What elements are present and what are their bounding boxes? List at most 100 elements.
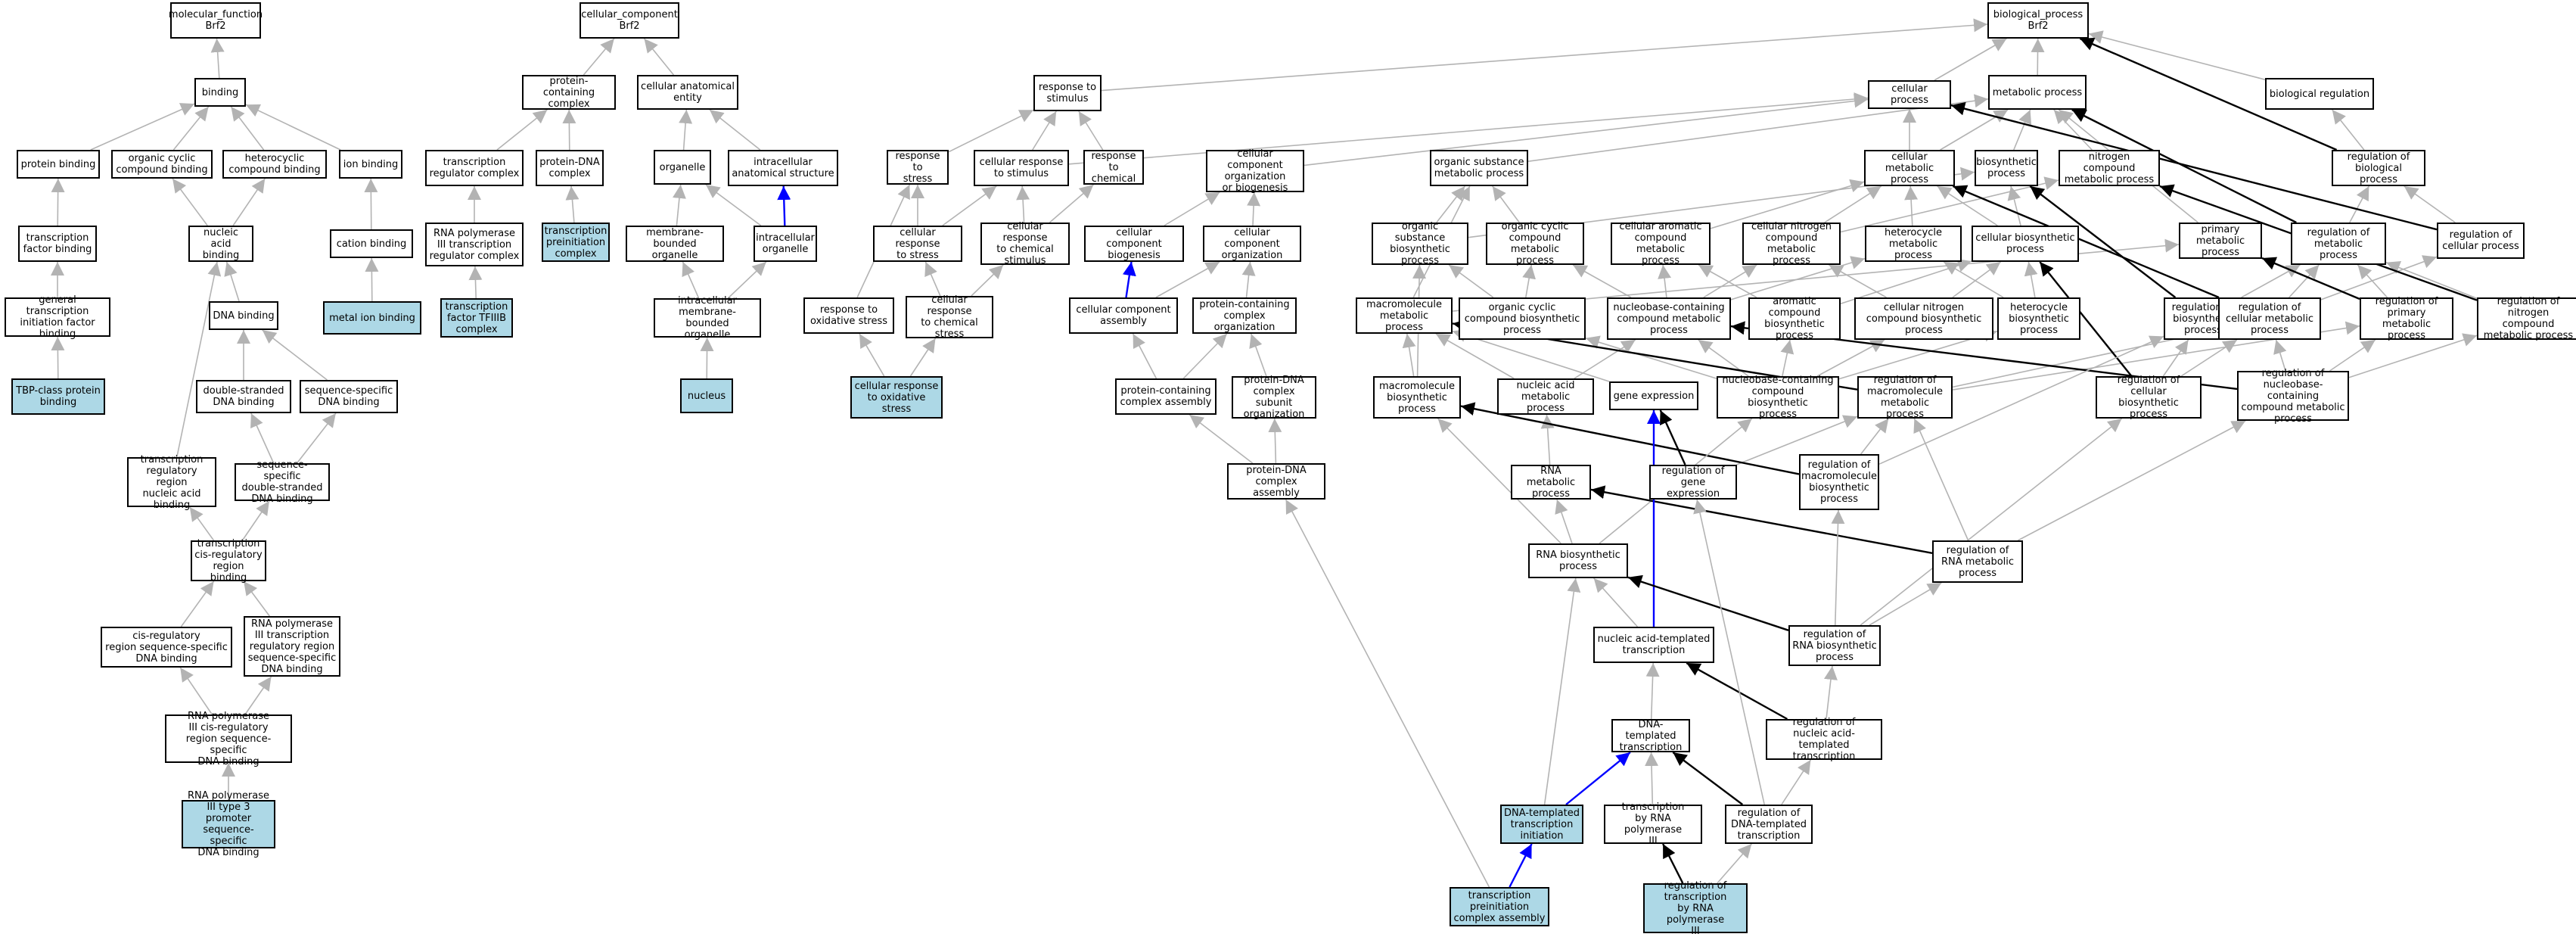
go-term-node-na-templated-transcription[interactable]: nucleic acid-templated transcription [1593, 627, 1714, 663]
go-term-node-cellular-biosynthetic-process[interactable]: cellular biosynthetic process [1972, 226, 2079, 262]
go-term-node-organic-substance-mp[interactable]: organic substance metabolic process [1430, 150, 1528, 186]
go-term-node-tf-binding[interactable]: transcription factor binding [18, 226, 97, 262]
go-term-node-cellular-response-to-stimulus[interactable]: cellular response to stimulus [974, 150, 1069, 186]
go-term-node-rnap3-t3-binding[interactable]: RNA polymerase III type 3 promoter seque… [182, 790, 275, 858]
go-term-node-cellular-nitrogen-mp[interactable]: cellular nitrogen compound metabolic pro… [1742, 221, 1841, 266]
go-term-node-membrane-bounded-organelle[interactable]: membrane-bounded organelle [626, 226, 724, 262]
go-term-node-biological-regulation[interactable]: biological regulation [2265, 78, 2374, 110]
go-term-node-protein-binding[interactable]: protein binding [17, 150, 100, 179]
go-term-node-response-to-oxidative-stress[interactable]: response to oxidative stress [803, 297, 894, 334]
go-term-node-cc-organization[interactable]: cellular component organization [1203, 226, 1301, 262]
go-term-node-metabolic-process[interactable]: metabolic process [1988, 75, 2087, 110]
go-term-node-reg-cellular-process[interactable]: regulation of cellular process [2437, 223, 2525, 259]
go-term-node-protein-containing-complex[interactable]: protein-containing complex [522, 75, 616, 110]
go-term-node-nucleic-acid-mp[interactable]: nucleic acid metabolic process [1497, 378, 1594, 415]
go-term-node-tpic-assembly[interactable]: transcription preinitiation complex asse… [1450, 887, 1549, 926]
go-term-node-tr-by-rnap3[interactable]: transcription by RNA polymerase III [1604, 802, 1702, 847]
go-term-node-cellular-response-to-chemical-stress[interactable]: cellular response to chemical stress [906, 294, 993, 340]
go-term-node-reg-na-templated-transcription[interactable]: regulation of nucleic acid-templated tra… [1766, 717, 1882, 762]
go-term-node-heterocyclic-binding[interactable]: heterocyclic compound binding [222, 150, 327, 179]
go-term-node-nucleobase-bp[interactable]: nucleobase-containing compound biosynthe… [1717, 375, 1839, 420]
go-term-node-cc-brf2[interactable]: cellular_component Brf2 [580, 2, 679, 39]
go-term-node-heterocycle-mp[interactable]: heterocycle metabolic process [1865, 226, 1962, 262]
go-term-node-reg-nitrogen-mp[interactable]: regulation of nitrogen compound metaboli… [2477, 296, 2576, 341]
go-term-node-reg-tr-by-rnap3[interactable]: regulation of transcription by RNA polym… [1643, 880, 1748, 937]
go-term-node-dna-binding[interactable]: DNA binding [209, 301, 278, 330]
go-term-node-protein-dna-complex[interactable]: protein-DNA complex [536, 150, 604, 186]
go-term-node-response-to-chemical[interactable]: response to chemical [1083, 150, 1144, 185]
go-term-node-rnap3-tr-binding[interactable]: RNA polymerase III transcription regulat… [244, 616, 340, 677]
go-term-node-response-to-stress[interactable]: response to stress [887, 150, 949, 185]
go-term-node-tf-tfiiib-complex[interactable]: transcription factor TFIIIB complex [440, 298, 513, 338]
go-term-node-cation-binding[interactable]: cation binding [330, 229, 413, 258]
go-term-node-reg-primary-mp[interactable]: regulation of primary metabolic process [2360, 296, 2453, 341]
go-term-node-dna-templated-transcription[interactable]: DNA-templated transcription [1611, 719, 1690, 753]
go-term-node-cellular-response-to-stress[interactable]: cellular response to stress [873, 226, 962, 262]
go-term-node-response-to-stimulus[interactable]: response to stimulus [1033, 75, 1102, 111]
go-term-node-rna-metabolic-process[interactable]: RNA metabolic process [1511, 465, 1591, 500]
go-term-node-reg-macromolecule-bp[interactable]: regulation of macromolecule biosynthetic… [1799, 454, 1879, 510]
go-term-node-bp-brf2[interactable]: biological_process Brf2 [1987, 2, 2089, 39]
go-term-node-pdna-subunit-org[interactable]: protein-DNA complex subunit organization [1232, 375, 1316, 420]
go-term-node-cellular-aromatic-mp[interactable]: cellular aromatic compound metabolic pro… [1611, 221, 1711, 266]
go-term-node-reg-rna-bp[interactable]: regulation of RNA biosynthetic process [1788, 625, 1881, 666]
go-term-node-pdna-complex-assembly[interactable]: protein-DNA complex assembly [1227, 463, 1325, 500]
go-term-node-rna-biosynthetic-process[interactable]: RNA biosynthetic process [1528, 543, 1628, 578]
go-term-node-reg-macromolecule-mp[interactable]: regulation of macromolecule metabolic pr… [1857, 375, 1953, 420]
go-term-node-reg-gene-expression[interactable]: regulation of gene expression [1649, 465, 1737, 500]
go-term-node-gene-expression[interactable]: gene expression [1609, 381, 1698, 410]
go-term-node-reg-dna-templated-transcription[interactable]: regulation of DNA-templated transcriptio… [1725, 805, 1813, 844]
go-term-node-aromatic-bp[interactable]: aromatic compound biosynthetic process [1748, 296, 1841, 341]
go-term-node-nitrogen-compound-mp[interactable]: nitrogen compound metabolic process [2059, 150, 2160, 186]
go-term-node-organic-substance-bp[interactable]: organic substance biosynthetic process [1372, 221, 1468, 266]
go-term-node-binding[interactable]: binding [194, 78, 246, 107]
go-term-node-nucleic-acid-binding[interactable]: nucleic acid binding [188, 226, 253, 262]
go-term-node-mf-brf2[interactable]: molecular_function Brf2 [169, 2, 263, 39]
go-term-node-intracellular-mb-organelle[interactable]: intracellular membrane-bounded organelle [654, 295, 761, 341]
go-term-node-reg-biological-process[interactable]: regulation of biological process [2332, 150, 2425, 186]
go-term-node-tcr-binding[interactable]: transcription cis-regulatory region bind… [191, 538, 266, 584]
go-term-node-organelle[interactable]: organelle [654, 150, 711, 185]
go-term-node-reg-cellular-mp[interactable]: regulation of cellular metabolic process [2218, 297, 2321, 340]
go-term-node-ion-binding[interactable]: ion binding [339, 150, 402, 179]
go-term-node-reg-cellular-bp[interactable]: regulation of cellular biosynthetic proc… [2096, 375, 2202, 420]
go-term-node-intracellular-organelle[interactable]: intracellular organelle [754, 226, 817, 262]
go-term-node-cr-ss-binding[interactable]: cis-regulatory region sequence-specific … [101, 627, 232, 668]
go-term-node-cellular-nitrogen-bp[interactable]: cellular nitrogen compound biosynthetic … [1854, 297, 1993, 340]
go-term-node-cc-assembly[interactable]: cellular component assembly [1069, 297, 1178, 334]
go-term-node-cc-biogenesis[interactable]: cellular component biogenesis [1084, 226, 1184, 262]
go-term-node-tr-region-binding[interactable]: transcription regulatory region nucleic … [127, 454, 216, 511]
go-term-node-cellular-response-to-ox-stress[interactable]: cellular response to oxidative stress [850, 376, 943, 419]
go-term-node-nucleobase-mp[interactable]: nucleobase-containing compound metabolic… [1607, 297, 1731, 340]
go-term-node-tbp-binding[interactable]: TBP-class protein binding [11, 378, 105, 415]
go-term-node-macromolecule-bp[interactable]: macromolecule biosynthetic process [1373, 376, 1461, 419]
go-term-node-rnap3-tr-regulator-complex[interactable]: RNA polymerase III transcription regulat… [425, 223, 524, 266]
go-term-node-ssds-dna-binding[interactable]: sequence-specific double-stranded DNA bi… [235, 459, 330, 505]
go-term-node-cellular-response-to-chemical[interactable]: cellular response to chemical stimulus [980, 221, 1070, 266]
go-term-node-cc-org-or-biogenesis[interactable]: cellular component organization or bioge… [1206, 148, 1304, 194]
go-term-node-organic-cyclic-mp[interactable]: organic cyclic compound metabolic proces… [1486, 221, 1584, 266]
go-term-node-nucleus[interactable]: nucleus [680, 378, 733, 413]
go-term-node-gtif-binding[interactable]: general transcription initiation factor … [5, 294, 110, 340]
go-term-node-pcc-assembly[interactable]: protein-containing complex assembly [1115, 378, 1217, 415]
go-term-node-cellular-process[interactable]: cellular process [1868, 80, 1951, 109]
go-term-node-metal-ion-binding[interactable]: metal ion binding [323, 301, 421, 335]
go-term-node-primary-metabolic-process[interactable]: primary metabolic process [2179, 223, 2262, 259]
go-term-node-biosynthetic-process[interactable]: biosynthetic process [1975, 150, 2038, 186]
go-term-node-intracellular-anat[interactable]: intracellular anatomical structure [728, 150, 838, 186]
go-term-node-cellular-metabolic-process[interactable]: cellular metabolic process [1864, 150, 1955, 186]
go-term-node-organic-cyclic-binding[interactable]: organic cyclic compound binding [111, 150, 213, 179]
go-term-node-cell-anat-entity[interactable]: cellular anatomical entity [637, 75, 738, 110]
go-term-node-ss-dna-binding[interactable]: sequence-specific DNA binding [300, 380, 398, 413]
go-term-node-organic-cyclic-bp[interactable]: organic cyclic compound biosynthetic pro… [1459, 297, 1586, 340]
go-term-node-dna-templated-tr-initiation[interactable]: DNA-templated transcription initiation [1500, 805, 1583, 844]
go-term-node-heterocycle-bp[interactable]: heterocycle biosynthetic process [1997, 297, 2080, 340]
go-term-node-tr-regulator-complex[interactable]: transcription regulator complex [425, 150, 524, 186]
go-term-node-ds-dna-binding[interactable]: double-stranded DNA binding [196, 380, 291, 413]
go-term-node-rnap3-cr-binding[interactable]: RNA polymerase III cis-regulatory region… [165, 711, 292, 767]
go-term-node-tpic-cc[interactable]: transcription preinitiation complex [542, 223, 610, 262]
go-term-node-reg-nucleobase-mp[interactable]: regulation of nucleobase-containing comp… [2237, 368, 2349, 425]
go-term-node-reg-rna-mp[interactable]: regulation of RNA metabolic process [1932, 540, 2023, 583]
go-term-node-pcc-organization[interactable]: protein-containing complex organization [1192, 297, 1297, 334]
go-term-node-reg-metabolic-process[interactable]: regulation of metabolic process [2291, 223, 2386, 265]
